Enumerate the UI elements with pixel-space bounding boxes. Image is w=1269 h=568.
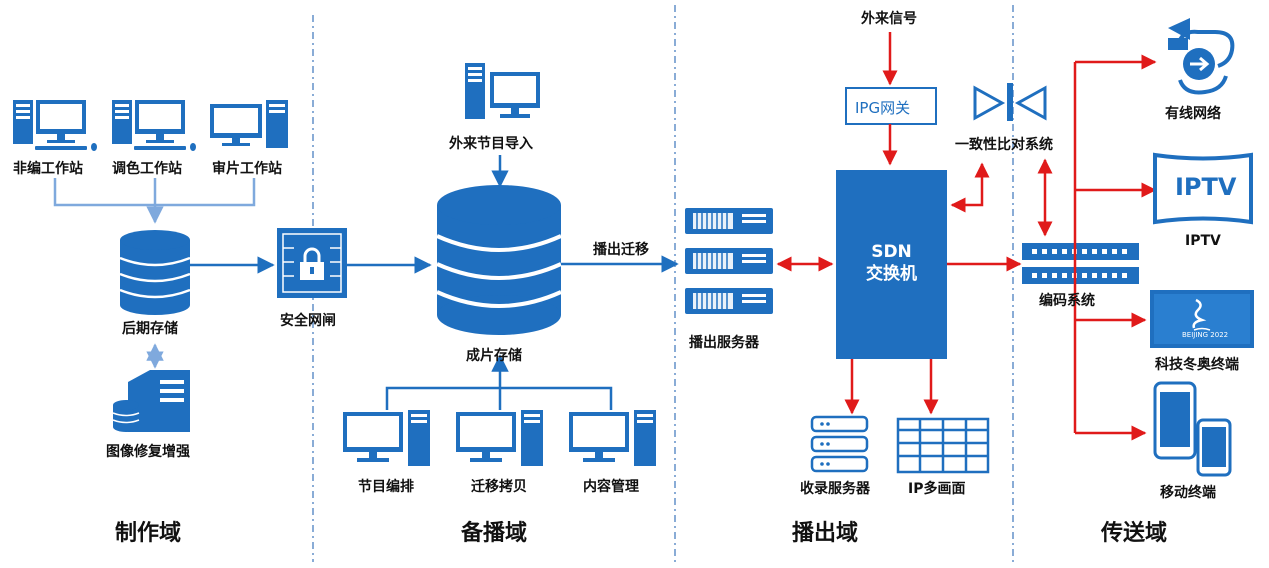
cable-network-icon — [1168, 18, 1235, 95]
label-recording-servers: 收录服务器 — [800, 481, 870, 497]
database-icon — [119, 230, 191, 315]
playout-server-icon — [685, 208, 773, 314]
label-color-ws: 调色工作站 — [112, 161, 182, 177]
label-playout-migration: 播出迁移 — [593, 242, 649, 258]
multiview-icon — [896, 417, 990, 474]
mobile-terminal-icon — [1153, 381, 1232, 477]
consistency-divider — [1007, 83, 1013, 121]
workstation-icon — [112, 100, 196, 151]
workstation-icon — [13, 100, 97, 151]
workstation-join-lines — [385, 354, 613, 410]
label-external-signal: 外来信号 — [861, 11, 917, 27]
zone-transmission: 传送域 — [1101, 521, 1168, 546]
label-nonlinear-ws: 非编工作站 — [13, 161, 83, 177]
label-playout-servers: 播出服务器 — [689, 335, 759, 351]
workstation-icon — [210, 100, 288, 148]
label-ip-multiview: IP多画面 — [908, 481, 966, 497]
label-security-gateway: 安全网闸 — [280, 313, 336, 329]
label-review-ws: 审片工作站 — [212, 161, 282, 177]
label-mobile: 移动终端 — [1160, 485, 1216, 501]
label-program-scheduling: 节目编排 — [358, 479, 414, 495]
label-content-mgmt: 内容管理 — [583, 479, 639, 495]
zone-broadcast: 播出域 — [792, 521, 859, 546]
recording-server-icon — [810, 415, 869, 473]
label-finished-storage: 成片存储 — [466, 348, 522, 364]
olympic-screen-text: BEIJING 2022 — [1182, 331, 1229, 339]
label-iptv: IPTV — [1185, 233, 1221, 249]
label-sdn: SDN 交换机 — [836, 241, 947, 285]
zone-standby: 备播域 — [461, 521, 528, 546]
workstation-icon — [456, 410, 543, 466]
distribution-lines — [1073, 54, 1157, 441]
sdn-switch-box — [836, 170, 947, 359]
label-external-import: 外来节目导入 — [449, 136, 533, 152]
iptv-screen-icon — [1153, 152, 1253, 225]
label-post-storage: 后期存储 — [122, 321, 178, 337]
consistency-icon — [973, 85, 1047, 121]
finished-storage-icon — [436, 185, 562, 335]
label-ipg-gateway: IPG网关 — [855, 99, 911, 117]
import-computer-icon — [465, 63, 540, 119]
encoder-icon — [1022, 243, 1139, 284]
sdn-line-2: 交换机 — [866, 264, 917, 284]
label-cable: 有线网络 — [1165, 106, 1221, 122]
ipg-gateway-box — [845, 87, 937, 125]
workstation-join-lines — [53, 178, 256, 224]
workstation-icon — [569, 410, 656, 466]
security-gateway-icon — [277, 228, 347, 298]
zone-production: 制作域 — [115, 521, 182, 546]
label-encoder: 编码系统 — [1039, 293, 1095, 309]
link-sdn-consistency — [950, 162, 990, 213]
label-image-restore: 图像修复增强 — [106, 444, 190, 460]
label-migration-copy: 迁移拷贝 — [471, 479, 527, 495]
restore-server-icon — [112, 370, 190, 432]
olympic-terminal-icon — [1150, 290, 1254, 348]
sdn-line-1: SDN — [871, 242, 912, 262]
workstation-icon — [343, 410, 430, 466]
label-consistency: 一致性比对系统 — [955, 137, 1053, 153]
label-olympic: 科技冬奥终端 — [1155, 357, 1239, 373]
iptv-screen-text: IPTV — [1175, 173, 1237, 201]
